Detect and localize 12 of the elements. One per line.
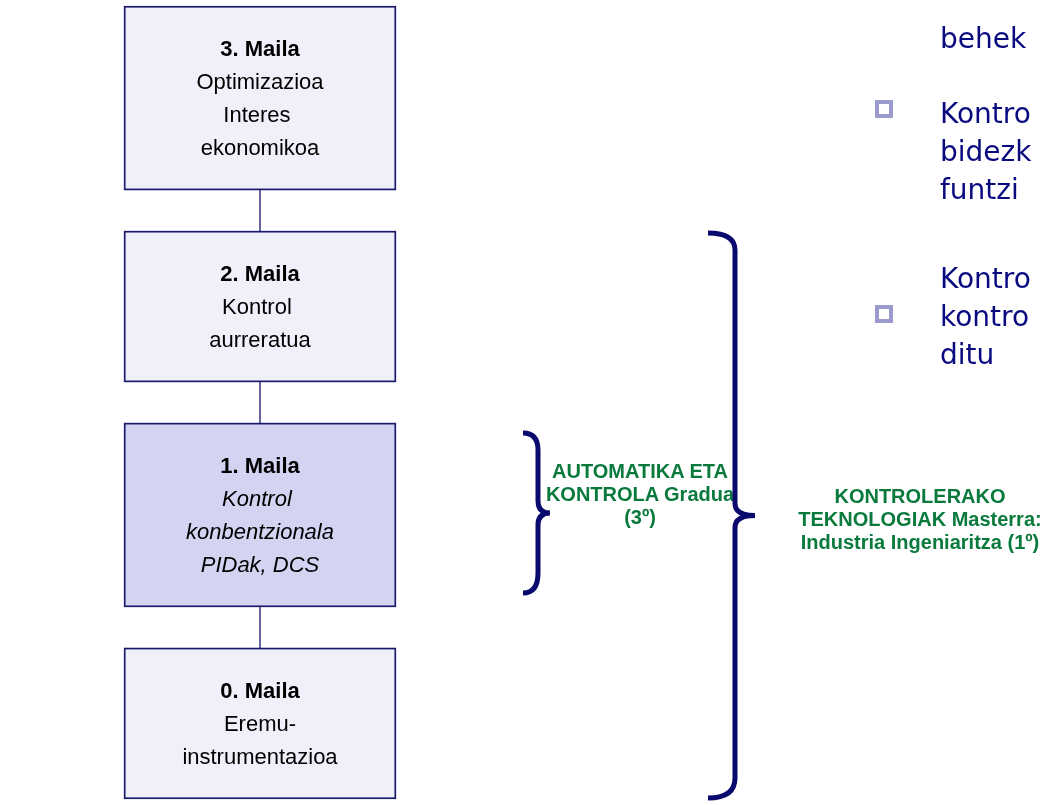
node-box: 1. Maila Kontrol konbentzionala PIDak, DCS bbox=[123, 422, 397, 608]
node-box: 0. Maila Eremu-instrumentazioa bbox=[123, 647, 397, 800]
connector bbox=[259, 605, 261, 650]
connector bbox=[259, 380, 261, 425]
bracket-label: KONTROLERAKO TEKNOLOGIAK Masterra: Industria Ingeniaritza (1º) bbox=[797, 485, 1043, 554]
bullet-text: Kontro kontro ditu bbox=[940, 261, 1032, 373]
node-box: 3. Maila Optimizazioa Interes ekonomikoa bbox=[123, 5, 397, 191]
bullet-text: behek bbox=[940, 21, 1028, 57]
connector bbox=[259, 188, 261, 233]
bracket-label: AUTOMATIKA ETA KONTROLA Gradua (3º) bbox=[545, 460, 735, 529]
bullet-text: Kontro bidezk funtzi bbox=[940, 96, 1033, 208]
node-box: 2. Maila Kontrol aurreratua bbox=[123, 230, 397, 383]
